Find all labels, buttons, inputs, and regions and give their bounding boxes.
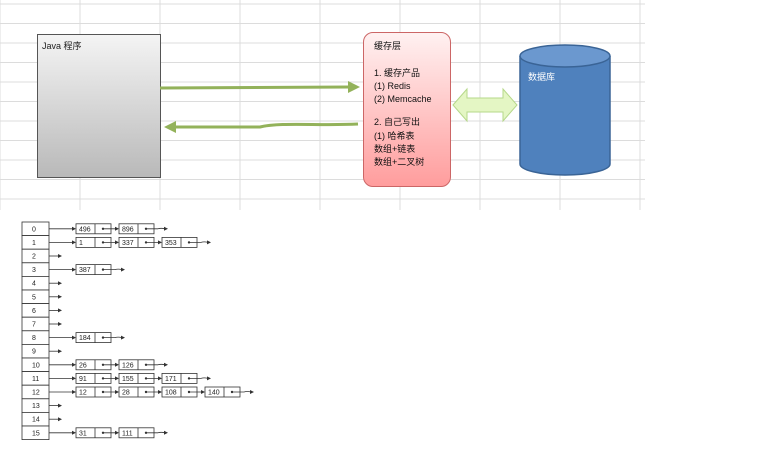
bucket-index: 2 bbox=[32, 254, 36, 261]
arrow-head bbox=[58, 349, 62, 354]
arrow-head bbox=[58, 403, 62, 408]
node-value: 26 bbox=[79, 362, 87, 369]
bucket-index: 11 bbox=[32, 376, 39, 383]
cache-line: 数组+链表 bbox=[374, 144, 416, 154]
arrow-head bbox=[58, 417, 62, 422]
node-value: 171 bbox=[165, 376, 177, 383]
bucket-index: 7 bbox=[32, 322, 36, 329]
arrow-head bbox=[115, 226, 119, 231]
arrow-head bbox=[72, 267, 76, 272]
node-value: 496 bbox=[79, 226, 91, 233]
node-value: 108 bbox=[165, 390, 177, 397]
node-value: 184 bbox=[79, 335, 91, 342]
bucket-index: 12 bbox=[32, 390, 40, 397]
arrow-head bbox=[58, 308, 62, 313]
node-value: 111 bbox=[122, 430, 133, 437]
cache-line: 2. 自己写出 bbox=[374, 117, 421, 127]
cache-layer-title: 缓存层 bbox=[374, 41, 402, 51]
arrow-head bbox=[207, 240, 211, 245]
java-program-label: Java 程序 bbox=[42, 41, 82, 51]
bucket-index: 5 bbox=[32, 294, 36, 301]
bucket-index: 15 bbox=[32, 430, 40, 437]
arrow-head bbox=[164, 362, 168, 367]
arrow-head bbox=[164, 226, 168, 231]
arrow-head bbox=[201, 390, 205, 394]
arrow-head bbox=[72, 430, 76, 435]
arrow-head bbox=[72, 362, 76, 367]
java-program-box bbox=[37, 34, 161, 178]
arrow-head bbox=[58, 322, 62, 326]
bucket-index: 13 bbox=[32, 403, 40, 410]
arrow-head bbox=[58, 294, 62, 299]
arrow-head bbox=[164, 430, 168, 435]
node-value: 12 bbox=[79, 390, 87, 397]
arrow-head bbox=[115, 240, 119, 245]
arrow-head bbox=[115, 390, 119, 394]
node-value: 337 bbox=[122, 240, 134, 247]
cache-line: 数组+二叉树 bbox=[374, 157, 425, 167]
arrow-head bbox=[58, 254, 62, 258]
arrow-head bbox=[158, 240, 162, 245]
arrow-head bbox=[115, 376, 119, 381]
bucket-index: 0 bbox=[32, 226, 36, 233]
cache-line: (1) Redis bbox=[374, 81, 411, 91]
node-value: 896 bbox=[122, 226, 134, 233]
bucket-index: 4 bbox=[32, 281, 36, 288]
arrow-head bbox=[72, 376, 76, 381]
node-value: 353 bbox=[165, 240, 177, 247]
node-value: 28 bbox=[122, 390, 130, 397]
arrow-head bbox=[72, 390, 76, 394]
arrow-head bbox=[158, 376, 162, 381]
node-value: 31 bbox=[79, 430, 87, 437]
node-value: 126 bbox=[122, 362, 134, 369]
cache-line: (1) 哈希表 bbox=[374, 131, 415, 141]
node-value: 91 bbox=[79, 376, 87, 383]
cache-layer-box bbox=[363, 32, 451, 187]
arrow-head bbox=[72, 240, 76, 245]
arrow-head bbox=[158, 390, 162, 394]
arrow-head bbox=[115, 362, 119, 367]
node-value: 140 bbox=[208, 390, 220, 397]
node-value: 155 bbox=[122, 376, 134, 383]
cache-line: 1. 缓存产品 bbox=[374, 68, 421, 78]
arrow-head bbox=[207, 376, 211, 381]
bucket-index: 10 bbox=[32, 362, 40, 369]
arrow-head bbox=[121, 267, 125, 272]
arrow-head bbox=[72, 226, 76, 231]
bucket-index: 14 bbox=[32, 417, 40, 424]
arrow-head bbox=[115, 430, 119, 435]
bucket-index: 9 bbox=[32, 349, 36, 356]
database-label: 数据库 bbox=[528, 72, 556, 82]
arrow-head bbox=[121, 335, 125, 340]
bucket-index: 1 bbox=[32, 240, 36, 247]
arrow-head bbox=[250, 390, 254, 394]
node-value: 387 bbox=[79, 267, 91, 274]
arrow-head bbox=[72, 335, 76, 340]
bucket-index: 8 bbox=[32, 335, 36, 342]
node-value: 1 bbox=[79, 240, 83, 247]
database-cylinder bbox=[519, 44, 611, 176]
arrow-head bbox=[58, 281, 62, 286]
bucket-index: 3 bbox=[32, 267, 36, 274]
bucket-index: 6 bbox=[32, 308, 36, 315]
cache-line: (2) Memcache bbox=[374, 94, 432, 104]
